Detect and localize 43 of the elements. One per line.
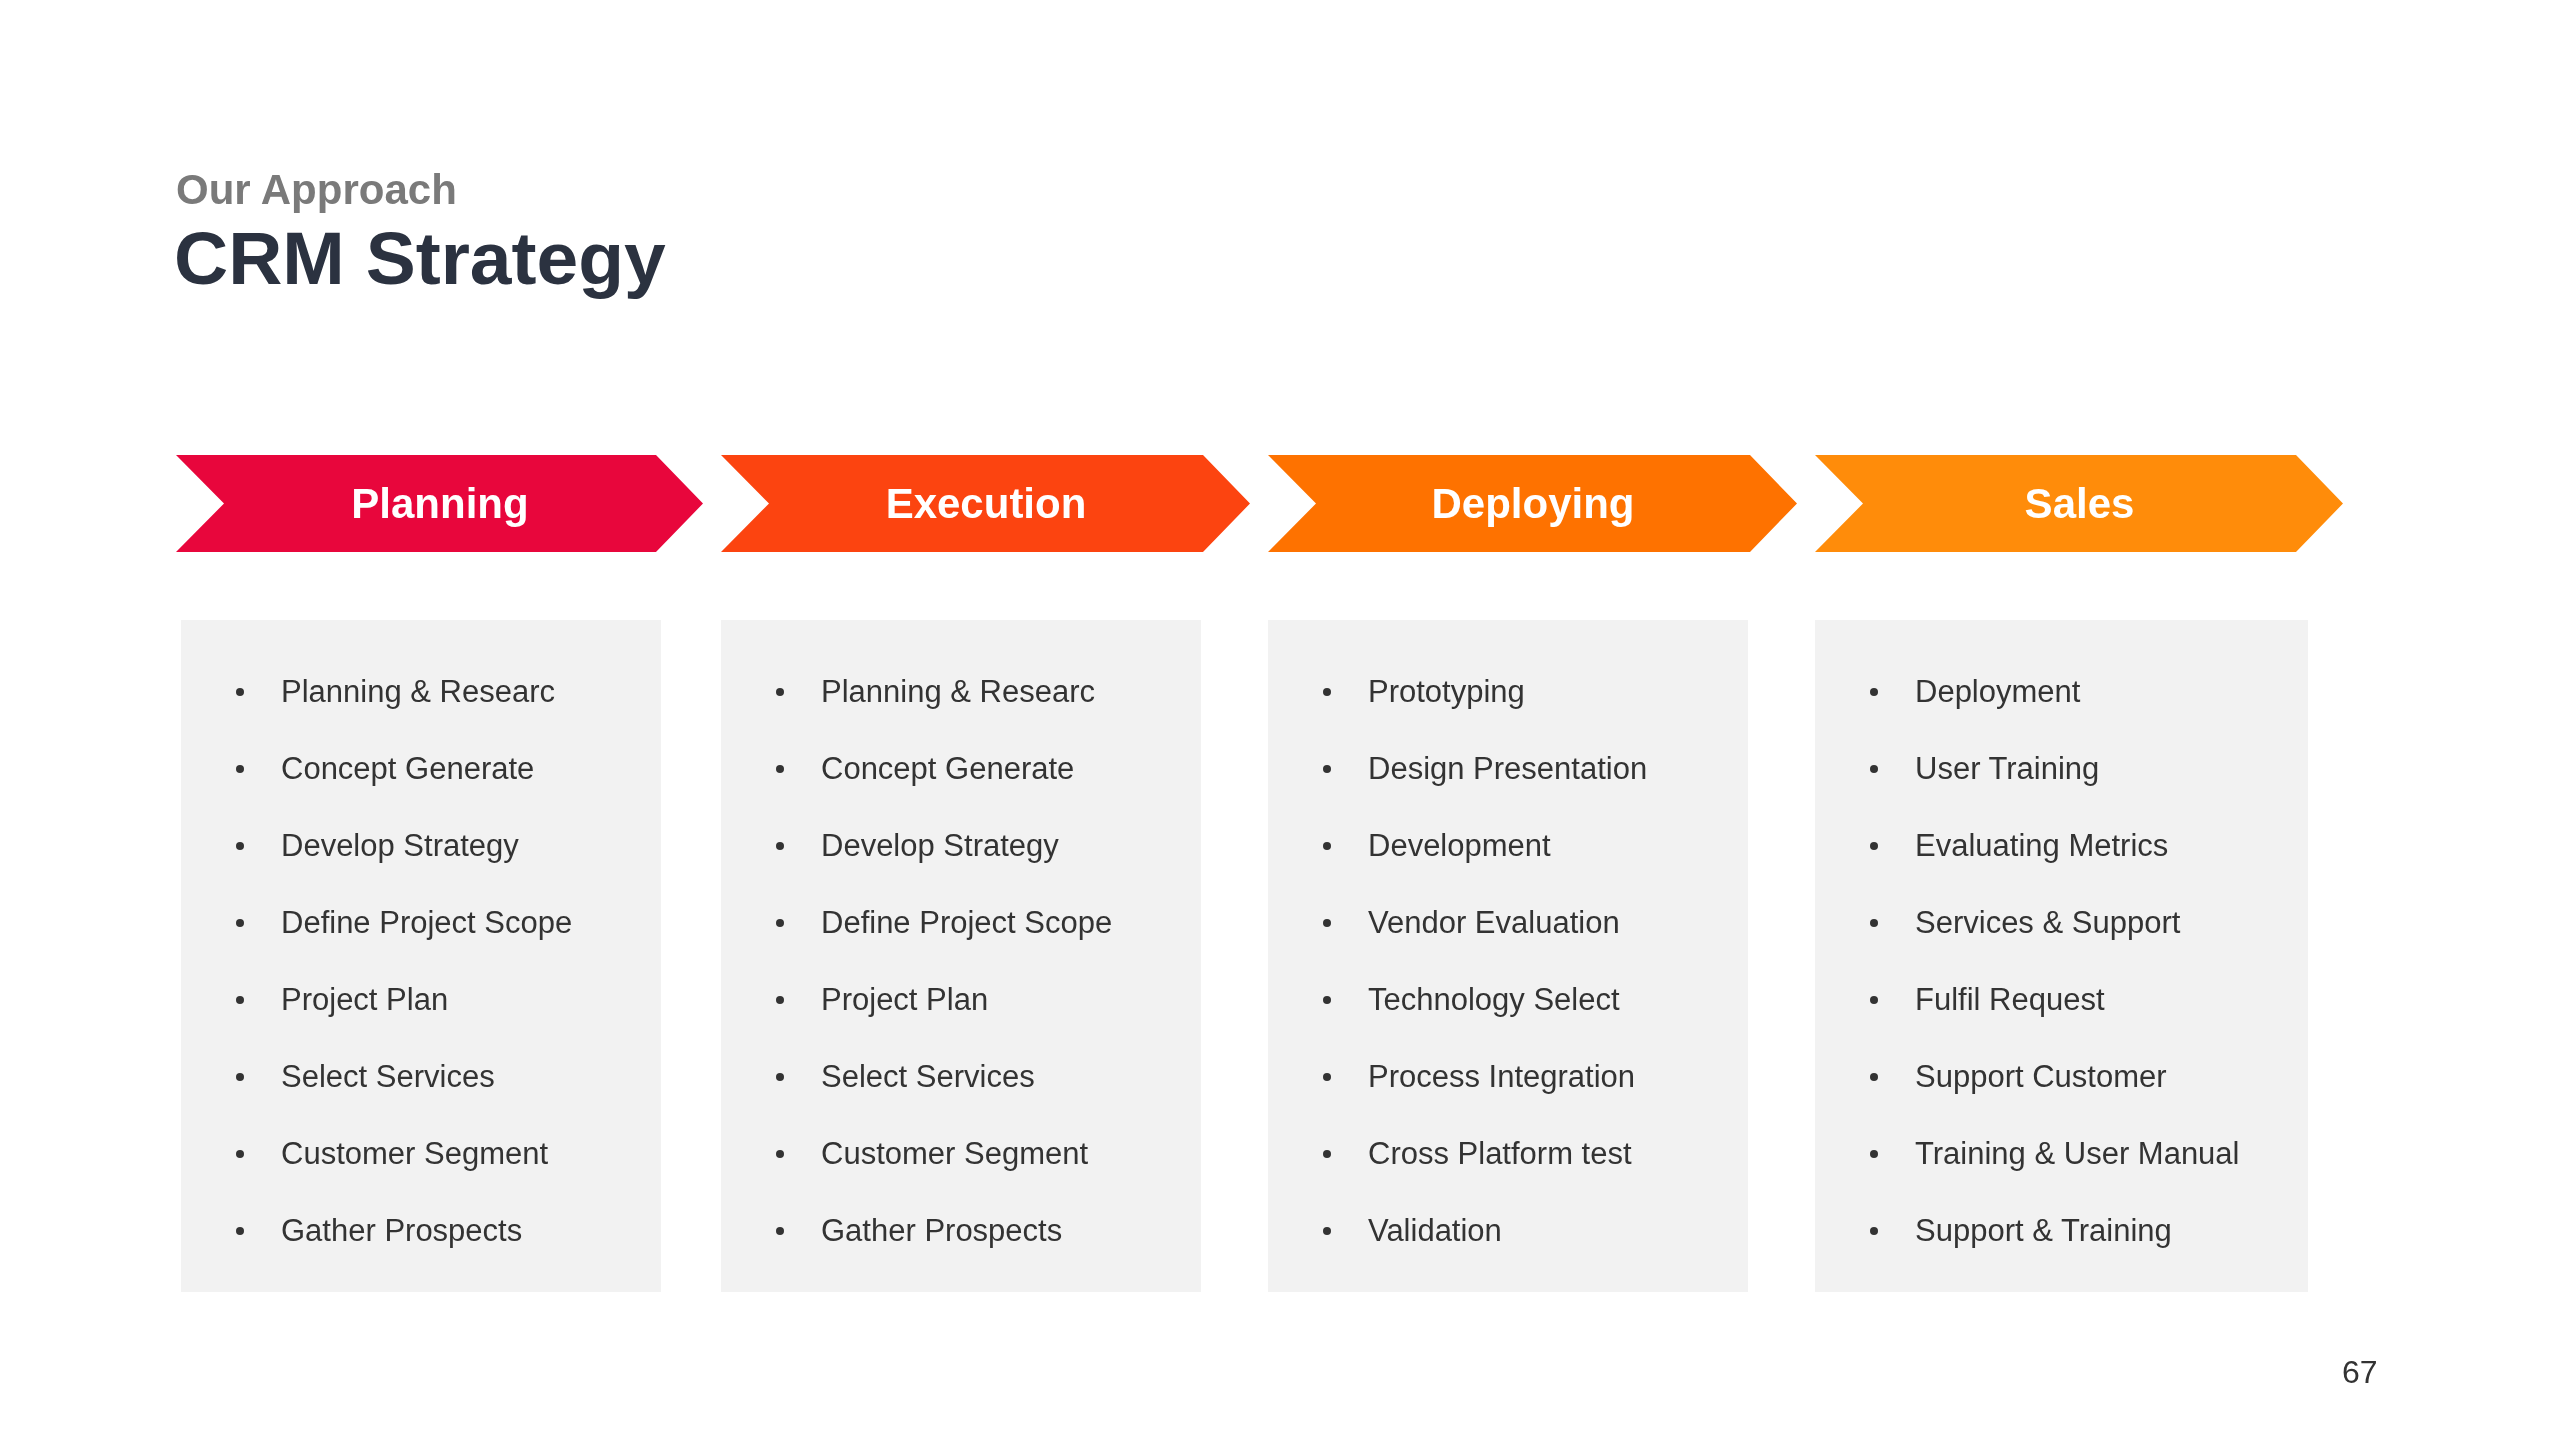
- card-panel: [1815, 620, 2308, 1292]
- list-item: Support Customer: [1915, 1059, 2167, 1094]
- list-item: Customer Segment: [281, 1136, 549, 1171]
- list-item: Project Plan: [821, 982, 989, 1017]
- card-panel: [1268, 620, 1748, 1292]
- card-panel: [721, 620, 1201, 1292]
- list-item: Evaluating Metrics: [1915, 828, 2169, 863]
- list-item: User Training: [1915, 751, 2100, 786]
- list-item: Fulfil Request: [1915, 982, 2105, 1017]
- list-item: Development: [1368, 828, 1551, 863]
- list-item: Services & Support: [1915, 905, 2181, 940]
- list-item: Support & Training: [1915, 1213, 2172, 1248]
- list-item: Technology Select: [1368, 982, 1620, 1017]
- list-item: Planning & Researc: [281, 674, 555, 709]
- list-item: Vendor Evaluation: [1368, 905, 1620, 940]
- stage-title: Execution: [885, 479, 1087, 528]
- list-item: Validation: [1368, 1213, 1502, 1248]
- list-item: Select Services: [281, 1059, 495, 1094]
- list-item: Define Project Scope: [281, 905, 573, 940]
- list-item: Training & User Manual: [1915, 1136, 2240, 1171]
- list-item: Define Project Scope: [821, 905, 1113, 940]
- list-item: Process Integration: [1368, 1059, 1636, 1094]
- list-item: Gather Prospects: [821, 1213, 1063, 1248]
- title: CRM Strategy: [174, 215, 666, 301]
- list-item: Develop Strategy: [281, 828, 519, 863]
- list-item: Customer Segment: [821, 1136, 1089, 1171]
- list-item: Select Services: [821, 1059, 1035, 1094]
- stage-title: Sales: [2024, 479, 2135, 528]
- list-item: Project Plan: [281, 982, 449, 1017]
- list-item: Develop Strategy: [821, 828, 1059, 863]
- list-item: Planning & Researc: [821, 674, 1095, 709]
- list-item: Cross Platform test: [1368, 1136, 1632, 1171]
- list-item: Deployment: [1915, 674, 2081, 709]
- list-item: Prototyping: [1368, 674, 1525, 709]
- stage-title: Planning: [351, 479, 529, 528]
- page-number: 67: [2342, 1354, 2378, 1391]
- list-item: Concept Generate: [821, 751, 1075, 786]
- list-item: Concept Generate: [281, 751, 535, 786]
- subtitle: Our Approach: [176, 166, 457, 214]
- list-item: Gather Prospects: [281, 1213, 523, 1248]
- card-panel: [181, 620, 661, 1292]
- stage-title: Deploying: [1431, 479, 1635, 528]
- list-item: Design Presentation: [1368, 751, 1648, 786]
